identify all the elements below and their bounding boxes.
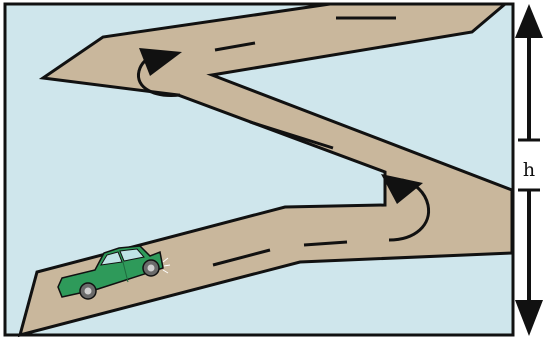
u-turn-arrow-icon xyxy=(137,48,182,97)
car-icon xyxy=(57,245,171,300)
lane-markings xyxy=(212,16,396,267)
height-arrow-icon xyxy=(515,4,543,336)
height-label: h xyxy=(522,159,536,181)
u-turn-arrow-icon xyxy=(381,174,431,242)
